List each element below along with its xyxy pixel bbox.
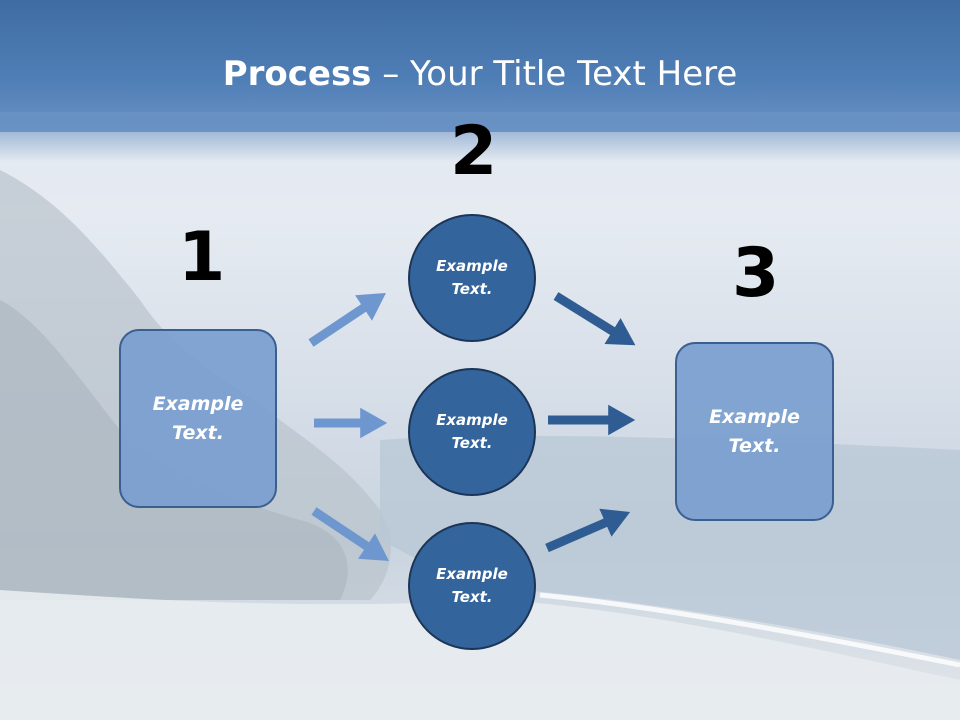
process-circle-bottom-line1: Example xyxy=(436,565,508,583)
process-circle-bottom-text: Example Text. xyxy=(417,563,527,609)
title-bold: Process xyxy=(222,54,372,94)
title-rest: – Your Title Text Here xyxy=(371,54,738,94)
process-circle-top-line1: Example xyxy=(436,257,508,275)
process-box-right-line1: Example xyxy=(709,405,800,428)
slide-title: Process – Your Title Text Here xyxy=(0,52,960,96)
process-box-right-text: Example Text. xyxy=(700,403,810,461)
arrow-bottom-to-right xyxy=(545,508,631,553)
process-circle-top[interactable]: Example Text. xyxy=(408,214,536,342)
arrow-top-to-right xyxy=(553,292,636,346)
mountain-shadow xyxy=(0,300,348,600)
process-circle-top-text: Example Text. xyxy=(417,255,527,301)
title-band xyxy=(0,0,960,132)
beach-shape xyxy=(0,590,960,720)
process-circle-middle-line2: Text. xyxy=(451,434,493,452)
step-number-3: 3 xyxy=(732,234,780,313)
process-circle-bottom[interactable]: Example Text. xyxy=(408,522,536,650)
process-box-left-line1: Example xyxy=(152,392,244,415)
process-box-right[interactable]: Example Text. xyxy=(675,342,834,521)
process-box-left-line2: Text. xyxy=(172,421,224,444)
title-band-fade xyxy=(0,112,960,162)
step-number-1: 1 xyxy=(178,218,226,297)
surf-line xyxy=(539,592,960,668)
process-circle-middle-text: Example Text. xyxy=(417,409,527,455)
process-box-right-line2: Text. xyxy=(728,434,781,457)
arrow-left-to-top xyxy=(308,293,386,347)
step-number-2: 2 xyxy=(450,112,498,191)
arrow-left-to-bottom xyxy=(311,507,389,561)
process-box-left-text: Example Text. xyxy=(143,390,253,448)
process-circle-middle[interactable]: Example Text. xyxy=(408,368,536,496)
process-circle-bottom-line2: Text. xyxy=(451,588,493,606)
process-box-left[interactable]: Example Text. xyxy=(119,329,277,508)
process-circle-middle-line1: Example xyxy=(436,411,508,429)
process-circle-top-line2: Text. xyxy=(451,280,493,298)
